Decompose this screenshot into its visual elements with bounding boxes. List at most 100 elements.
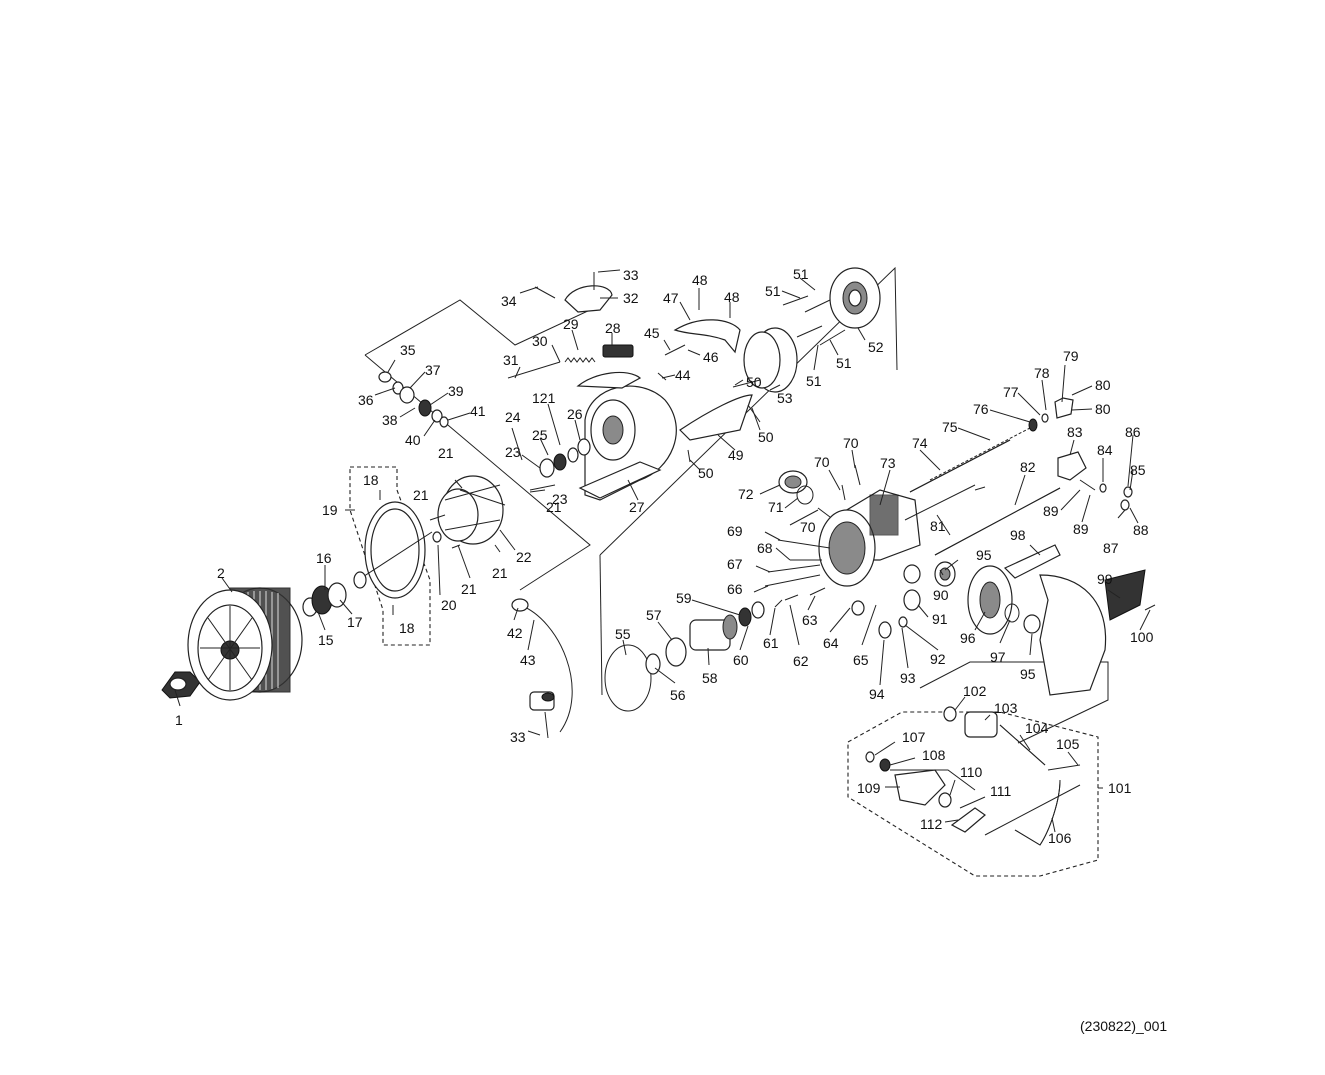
part-number-label: 23 (552, 491, 568, 507)
part-number-label: 75 (942, 419, 958, 435)
bail-holder-part (511, 598, 555, 711)
part-number-label: 92 (930, 651, 946, 667)
part-number-label: 38 (382, 412, 398, 428)
part-number-label: 80 (1095, 377, 1111, 393)
drag-knob-part (161, 671, 201, 699)
part-number-label: 67 (727, 556, 743, 572)
rotor-assembly (378, 267, 881, 739)
part-number-label: 101 (1108, 780, 1132, 796)
part-number-label: 30 (532, 333, 548, 349)
part-number-label: 98 (1010, 527, 1026, 543)
part-number-label: 66 (727, 581, 743, 597)
part-number-label: 37 (425, 362, 441, 378)
spool-cup-part (437, 475, 506, 545)
part-number-label: 68 (757, 540, 773, 556)
body-plate-part (1057, 451, 1133, 511)
part-number-label: 26 (567, 406, 583, 422)
part-number-label: 35 (400, 342, 416, 358)
part-number-label: 83 (1067, 424, 1083, 440)
part-number-label: 45 (644, 325, 660, 341)
part-number-label: 51 (765, 283, 781, 299)
drag-washers-part (302, 582, 347, 617)
part-number-label: 46 (703, 349, 719, 365)
part-number-label: 22 (516, 549, 532, 565)
part-number-label: 27 (629, 499, 645, 515)
part-number-label: 44 (675, 367, 691, 383)
bail-arm-part (564, 285, 613, 313)
part-number-label: 100 (1130, 629, 1154, 645)
part-number-label: 70 (800, 519, 816, 535)
part-number-label: 31 (503, 352, 519, 368)
part-number-label: 99 (1097, 571, 1113, 587)
part-number-label: 33 (623, 267, 639, 283)
rotor-cover-part (673, 319, 741, 354)
main-shaft-part (904, 427, 1061, 556)
drive-gear-part (851, 561, 1041, 639)
part-number-label: 85 (1130, 462, 1146, 478)
part-number-label: 18 (399, 620, 415, 636)
spool-part (187, 587, 303, 701)
part-number-label: 50 (758, 429, 774, 445)
part-number-label: 76 (973, 401, 989, 417)
part-number-label: 80 (1095, 401, 1111, 417)
part-number-label: 55 (615, 626, 631, 642)
part-number-label: 58 (702, 670, 718, 686)
rotor-ring-part (743, 327, 798, 393)
part-number-label: 21 (546, 499, 562, 515)
part-number-label: 39 (448, 383, 464, 399)
part-number-label: 95 (1020, 666, 1036, 682)
rotor-part (578, 385, 677, 501)
part-number-label: 91 (932, 611, 948, 627)
trip-spring-part (507, 344, 642, 389)
part-number-label: 50 (698, 465, 714, 481)
part-number-label: 43 (520, 652, 536, 668)
spool-assembly (161, 475, 506, 701)
line-ring-part (353, 501, 442, 599)
part-number-label: 51 (806, 373, 822, 389)
part-number-label: 23 (505, 444, 521, 460)
part-number-label: 42 (507, 625, 523, 641)
part-number-label: 20 (441, 597, 457, 613)
part-number-label: 28 (605, 320, 621, 336)
o-ring-part (604, 644, 652, 712)
part-number-label: 60 (733, 652, 749, 668)
part-number-label: 50 (746, 374, 762, 390)
part-number-label: 59 (676, 590, 692, 606)
part-number-label: 34 (501, 293, 517, 309)
shaft-bushing-part (1028, 397, 1074, 432)
part-number-label: 21 (492, 565, 508, 581)
part-number-label: 56 (670, 687, 686, 703)
part-number-label: 87 (1103, 540, 1119, 556)
part-number-label: 106 (1048, 830, 1072, 846)
part-number-label: 81 (930, 518, 946, 534)
part-number-label: 41 (470, 403, 486, 419)
part-number-label: 65 (853, 652, 869, 668)
part-number-label: 71 (768, 499, 784, 515)
part-number-label: 48 (724, 289, 740, 305)
part-number-label: 97 (990, 649, 1006, 665)
part-number-label: 21 (413, 487, 429, 503)
part-number-label: 51 (793, 266, 809, 282)
part-number-label: 89 (1073, 521, 1089, 537)
part-number-label: 64 (823, 635, 839, 651)
part-number-label: 53 (777, 390, 793, 406)
part-number-label: 78 (1034, 365, 1050, 381)
bearing-plate-part (829, 267, 881, 329)
part-number-label: 105 (1056, 736, 1080, 752)
part-number-label: 52 (868, 339, 884, 355)
part-number-label: 108 (922, 747, 946, 763)
part-number-label: 32 (623, 290, 639, 306)
part-number-label: 48 (692, 272, 708, 288)
part-number-label: 77 (1003, 384, 1019, 400)
part-number-label: 69 (727, 523, 743, 539)
part-number-label: 104 (1025, 720, 1049, 736)
part-number-label: 49 (728, 447, 744, 463)
part-number-label: 17 (347, 614, 363, 630)
part-number-label: 110 (960, 764, 983, 780)
line-roller-part (378, 371, 449, 428)
part-number-label: 74 (912, 435, 928, 451)
leader-lines (174, 269, 1151, 833)
part-number-label: 40 (405, 432, 421, 448)
part-number-label: 18 (363, 472, 379, 488)
